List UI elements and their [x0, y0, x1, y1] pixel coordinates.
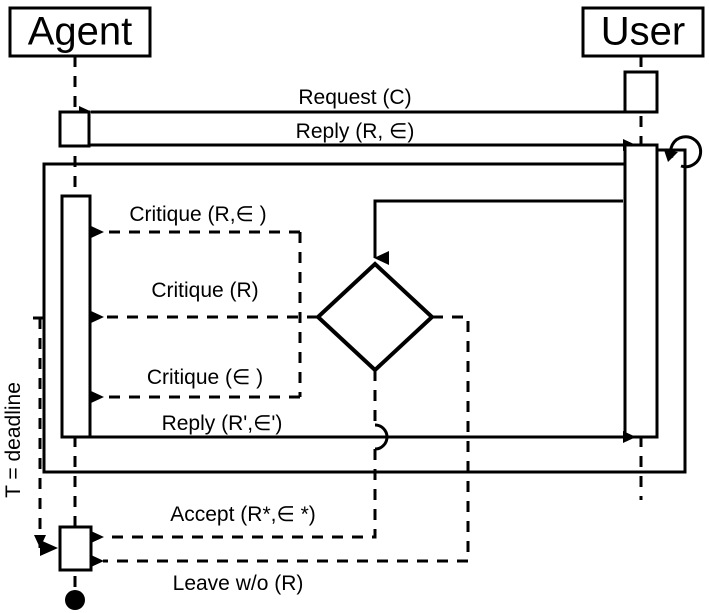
message-critique-eps[interactable]: Critique (∈ ) — [91, 366, 300, 403]
lifeline-user-label: User — [601, 10, 685, 54]
message-request[interactable]: Request (C) — [79, 86, 641, 118]
lifeline-agent[interactable]: Agent — [8, 6, 152, 600]
line-hop-icon — [374, 423, 389, 451]
message-reply-prime[interactable]: Reply (R',∈') — [75, 412, 636, 443]
decision-diamond[interactable] — [315, 261, 435, 373]
message-critique-r-eps-label: Critique (R,∈ ) — [129, 203, 266, 226]
lifeline-user[interactable]: User — [581, 6, 705, 500]
decision-branch-accept-line — [91, 315, 470, 567]
message-critique-r-label: Critique (R) — [151, 279, 258, 302]
decision-branch-leave-lower — [91, 449, 377, 543]
circular-loop-arrow-icon — [669, 135, 703, 169]
message-critique-eps-label: Critique (∈ ) — [147, 366, 263, 389]
lifeline-agent-label: Agent — [28, 10, 133, 54]
message-request-label: Request (C) — [298, 86, 411, 109]
deadline-arrowhead-icon — [40, 540, 58, 556]
message-reply-prime-label: Reply (R',∈') — [162, 412, 283, 435]
decision-branch-leave — [91, 370, 389, 543]
message-leave-label: Leave w/o (R) — [173, 572, 304, 595]
decision-branch-accept — [91, 315, 470, 567]
deadline-annotation: T = deadline — [2, 316, 58, 556]
message-reply[interactable]: Reply (R, ∈) — [75, 120, 636, 151]
activation-user-1 — [623, 70, 659, 114]
deadline-label: T = deadline — [2, 382, 25, 498]
lifeline-user-box — [581, 6, 705, 58]
message-accept-label: Accept (R*,∈ *) — [170, 503, 316, 526]
activation-agent-2 — [60, 194, 92, 439]
decision-inbound-line — [373, 199, 623, 265]
activation-agent-1 — [58, 110, 91, 148]
user-self-loop[interactable] — [664, 135, 703, 169]
message-critique-r-eps[interactable]: Critique (R,∈ ) — [91, 203, 300, 238]
activation-agent-3 — [58, 525, 93, 572]
filled-circle-terminator-icon — [65, 590, 85, 610]
loop-frame-inner-path — [42, 162, 641, 472]
activation-user-2 — [623, 143, 659, 439]
message-reply-label: Reply (R, ∈) — [296, 120, 415, 143]
lifeline-agent-box — [8, 6, 152, 58]
decision-inbound-route — [373, 199, 623, 265]
message-critique-r[interactable]: Critique (R) — [91, 279, 318, 323]
loop-arrowhead-icon — [664, 150, 678, 162]
message-accept[interactable]: Accept (R*,∈ *) — [170, 503, 316, 526]
loop-frame — [42, 148, 687, 474]
diamond-decision-icon — [315, 261, 435, 373]
message-leave[interactable]: Leave w/o (R) — [173, 572, 304, 595]
